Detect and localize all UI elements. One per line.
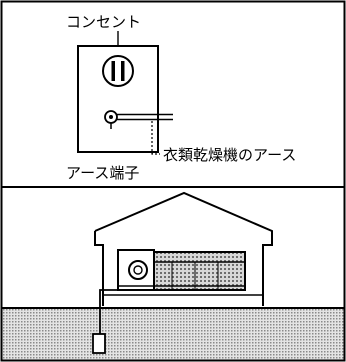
wall-plate xyxy=(77,45,159,153)
house-ground-wire xyxy=(99,289,118,336)
dryer-ground-wire xyxy=(117,113,173,121)
house-icon xyxy=(94,191,273,306)
dryer-ground-label: 衣類乾燥機のアース xyxy=(163,146,296,164)
clothes-dryer-icon xyxy=(117,249,246,291)
outlet-icon xyxy=(102,55,134,87)
ground-terminal-icon xyxy=(104,110,118,129)
ground-terminal-label: アース端子 xyxy=(66,164,139,182)
earth xyxy=(2,308,344,360)
outlet-label: コンセント xyxy=(66,13,141,31)
dryer-ground-leader xyxy=(151,121,160,155)
house-scene-panel xyxy=(2,191,344,360)
outlet-detail-panel: コンセント 衣類乾燥機のアース アース端子 xyxy=(66,13,296,182)
ground-rod-icon xyxy=(92,333,106,354)
